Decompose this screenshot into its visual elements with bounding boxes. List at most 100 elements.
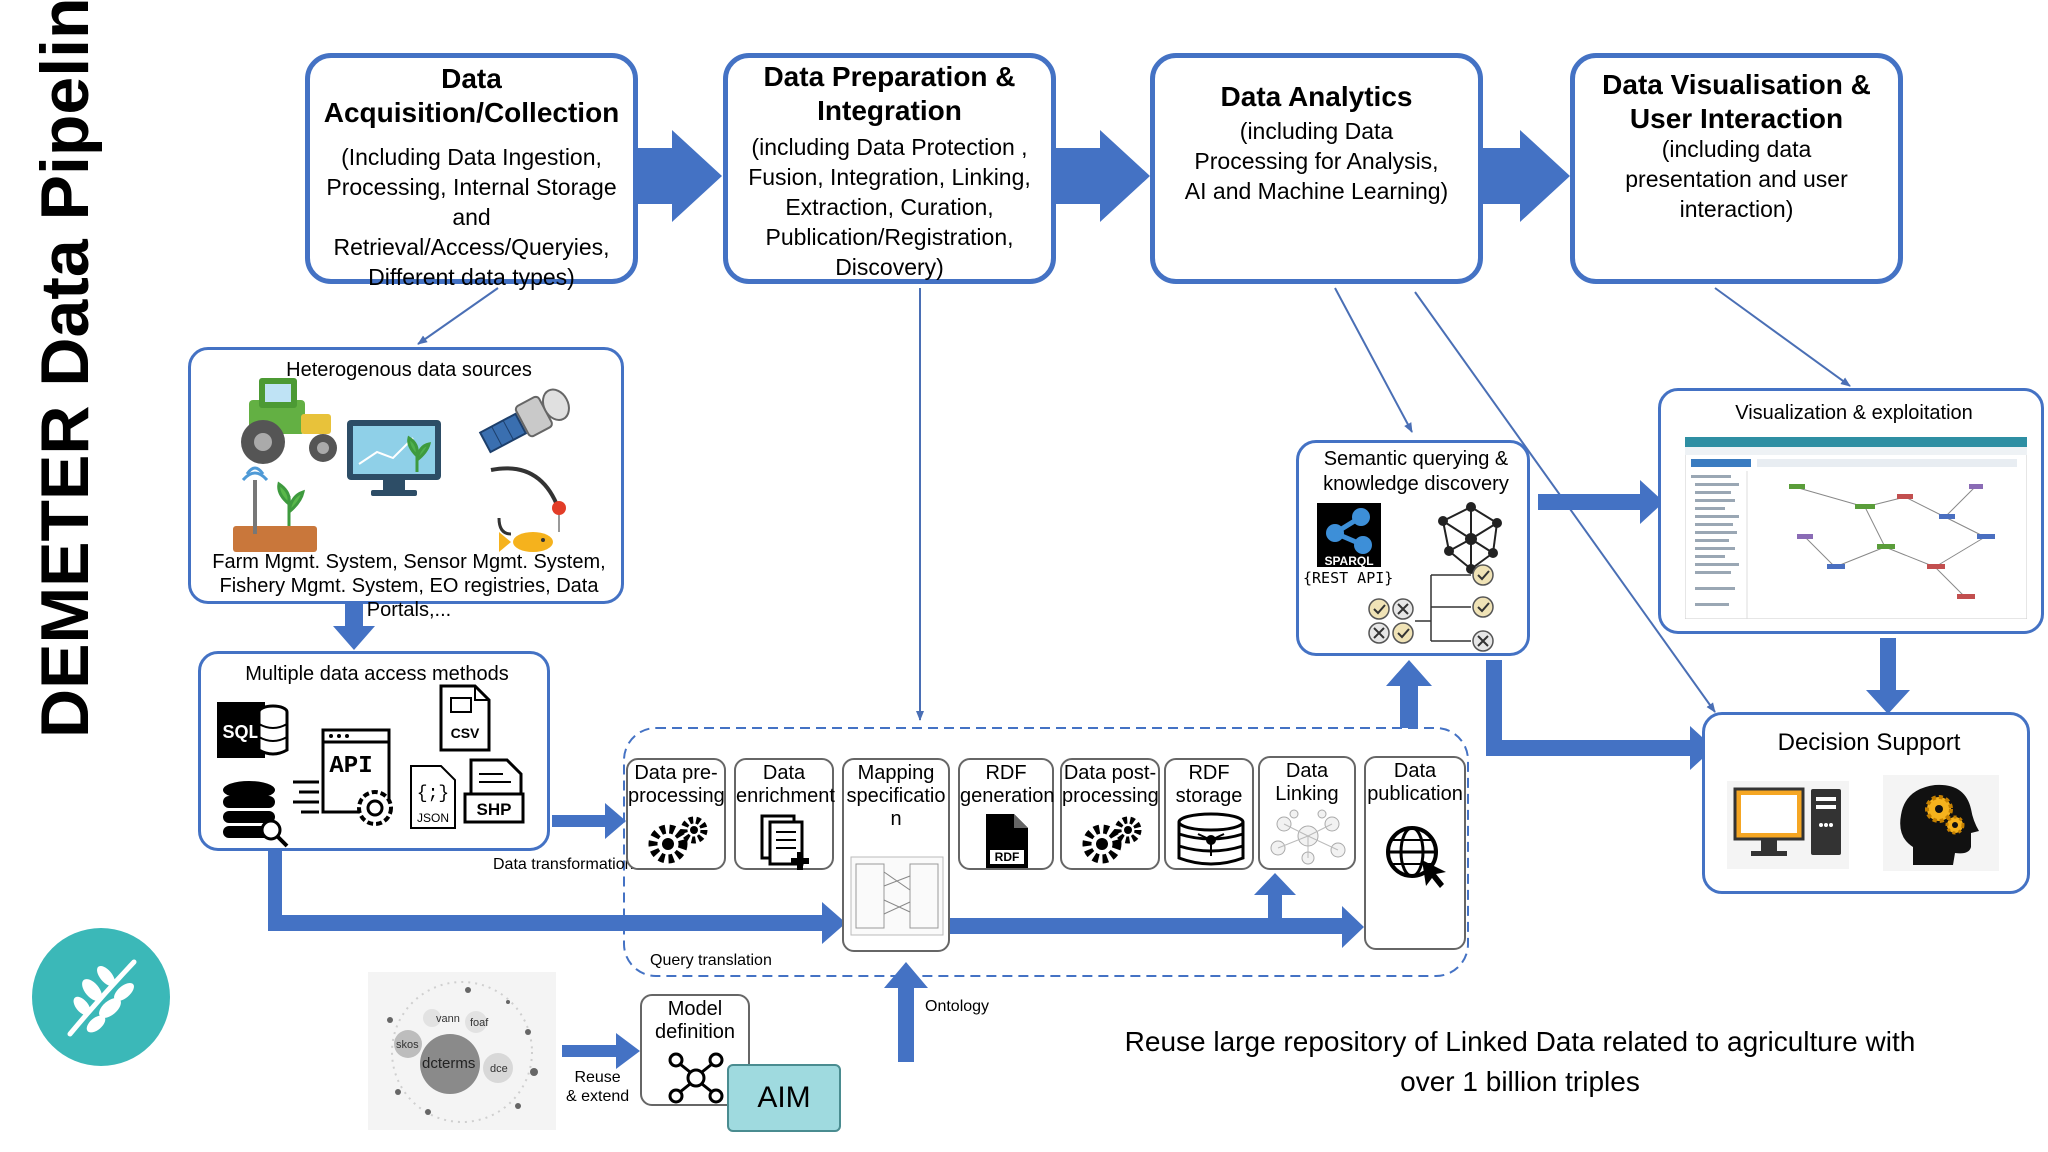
decision-support-title: Decision Support bbox=[1777, 729, 1961, 756]
step-data-linking-line-1: Data bbox=[1285, 760, 1329, 782]
data-sources-desc: Farm Mgmt. System, Sensor Mgmt. System, … bbox=[191, 550, 627, 622]
linked-cloud-icon bbox=[1270, 809, 1346, 865]
svg-text:{;}: {;} bbox=[417, 784, 449, 804]
reuse-extend-line-2: & extend bbox=[566, 1088, 630, 1105]
data-access-box: Multiple data access methods SQL API CSV… bbox=[198, 651, 550, 851]
step-data-preprocessing: Data pre-processing bbox=[626, 758, 726, 870]
stage-acquisition-title-1: Data bbox=[441, 63, 502, 94]
sql-icon-label: SQL bbox=[222, 722, 259, 742]
stage-visualisation: Data Visualisation &User Interaction (in… bbox=[1570, 53, 1903, 284]
step-data-preprocessing-line-2: processing bbox=[628, 785, 725, 807]
stage-acquisition-title-2: Acquisition/Collection bbox=[323, 97, 620, 128]
data-transformation-label: Data transformation bbox=[493, 856, 634, 873]
satellite-icon bbox=[478, 388, 570, 454]
stage-acquisition-desc-2: Processing, Internal Storage and bbox=[326, 174, 617, 230]
aim-badge: AIM bbox=[727, 1064, 841, 1132]
rdf-file-icon: RDF bbox=[986, 814, 1028, 868]
arrow-access-transform bbox=[552, 803, 626, 839]
stage-visualisation-title-2: User Interaction bbox=[1629, 103, 1844, 134]
step-mapping-line-1: Mapping bbox=[857, 762, 935, 784]
step-data-postprocessing-line-1: Data post- bbox=[1063, 762, 1157, 784]
gears-icon bbox=[1082, 816, 1142, 864]
arrow-up-linking bbox=[1254, 873, 1296, 900]
knowledge-graph-icon bbox=[1438, 502, 1502, 574]
arrow-visual-decision bbox=[1866, 638, 1910, 714]
stage-analytics-desc-1: (including Data bbox=[1239, 118, 1394, 144]
arrow-semantic-visual bbox=[1538, 480, 1664, 524]
check-decision-tree-icon bbox=[1368, 564, 1494, 652]
visualization-screenshot-icon bbox=[1685, 437, 2027, 619]
api-icon-label: API bbox=[329, 753, 372, 780]
stage-acquisition-desc-4: Different data types) bbox=[368, 264, 575, 290]
head-gears-icon bbox=[1883, 775, 1999, 871]
arrow-semantic-decision bbox=[1486, 660, 1714, 770]
documents-add-icon bbox=[760, 814, 809, 870]
vocabulary-cloud: vann foaf skos dcterms dce bbox=[368, 972, 556, 1130]
stage-preparation-desc-1: (including Data Protection , bbox=[751, 134, 1028, 160]
connector-analytics-semantic bbox=[1334, 287, 1413, 433]
stage-preparation: Data Preparation &Integration (including… bbox=[723, 53, 1056, 284]
stage-analytics-desc-3: AI and Machine Learning) bbox=[1184, 178, 1449, 204]
vocab-term-skos: skos bbox=[396, 1039, 419, 1051]
arrow-linking-semantic bbox=[1386, 660, 1432, 728]
vocab-term-dcterms: dcterms bbox=[422, 1055, 475, 1072]
semantic-querying-box: Semantic querying &knowledge discovery S… bbox=[1296, 440, 1530, 656]
data-sources-box: Heterogenous data sources bbox=[188, 347, 624, 621]
step-rdf-generation-line-1: RDF bbox=[985, 762, 1027, 784]
bottom-caption-line-2: over 1 billion triples bbox=[1400, 1066, 1640, 1097]
block-arrow-2 bbox=[1056, 130, 1150, 222]
stage-analytics: Data Analytics (including Data Processin… bbox=[1150, 53, 1483, 284]
arrow-bottom-flow bbox=[268, 850, 846, 944]
stage-preparation-desc-3: Extraction, Curation, bbox=[785, 194, 994, 220]
model-definition-line-1: Model bbox=[667, 998, 723, 1020]
api-gear-icon: API bbox=[293, 728, 393, 826]
soil-sensor-icon bbox=[233, 466, 317, 552]
storage-database-icon bbox=[1177, 812, 1245, 866]
data-sources-desc-3: Portals,... bbox=[366, 599, 452, 621]
ontology-label: Ontology bbox=[925, 998, 990, 1015]
step-data-publication-line-1: Data bbox=[1393, 760, 1437, 782]
shp-icon-label: SHP bbox=[477, 800, 512, 819]
step-data-enrichment-line-2: enrichment bbox=[736, 785, 835, 807]
semantic-title-2: knowledge discovery bbox=[1323, 473, 1509, 495]
stage-preparation-title-2: Integration bbox=[817, 95, 962, 126]
arrow-sources-access bbox=[333, 602, 375, 650]
connector-acq-sources bbox=[417, 287, 499, 345]
rdf-icon-label: RDF bbox=[995, 850, 1020, 864]
shp-file-icon: SHP bbox=[463, 758, 525, 824]
json-file-icon: {;} JSON bbox=[410, 765, 456, 829]
bottom-caption-line-1: Reuse large repository of Linked Data re… bbox=[1124, 1026, 1916, 1057]
step-data-publication-line-2: publication bbox=[1367, 783, 1463, 805]
processing-frame bbox=[623, 727, 1469, 977]
stage-visualisation-title-1: Data Visualisation & bbox=[1602, 69, 1871, 100]
step-rdf-storage-line-2: storage bbox=[1175, 785, 1243, 807]
stage-preparation-desc-5: Discovery) bbox=[835, 254, 944, 280]
fishing-icon bbox=[490, 466, 566, 552]
sql-database-icon: SQL bbox=[217, 702, 289, 758]
csv-icon-label: CSV bbox=[451, 725, 480, 741]
data-sources-desc-1: Farm Mgmt. System, Sensor Mgmt. System, bbox=[212, 551, 606, 573]
reuse-extend-line-1: Reuse bbox=[574, 1069, 621, 1086]
semantic-title-1: Semantic querying & bbox=[1323, 448, 1509, 470]
stage-visualisation-desc-1: (including data bbox=[1661, 136, 1812, 162]
network-icon bbox=[668, 1052, 724, 1104]
vocab-term-foaf: foaf bbox=[470, 1017, 489, 1029]
pipeline-vertical-title: DEMETER Data Pipelines bbox=[27, 0, 103, 738]
stage-analytics-desc-2: Processing for Analysis, bbox=[1194, 148, 1439, 174]
model-definition-line-2: definition bbox=[654, 1021, 736, 1043]
step-data-preprocessing-line-1: Data pre- bbox=[634, 762, 718, 784]
query-translation-label: Query translation bbox=[650, 952, 772, 969]
mapping-diagram-icon bbox=[850, 856, 944, 936]
stage-visualisation-desc-3: interaction) bbox=[1679, 196, 1794, 222]
arrow-aim-mapping bbox=[833, 962, 928, 1062]
visualization-box: Visualization & exploitation bbox=[1658, 388, 2044, 634]
step-data-postprocessing-line-2: processing bbox=[1062, 785, 1159, 807]
decision-support-box: Decision Support bbox=[1702, 712, 2030, 894]
